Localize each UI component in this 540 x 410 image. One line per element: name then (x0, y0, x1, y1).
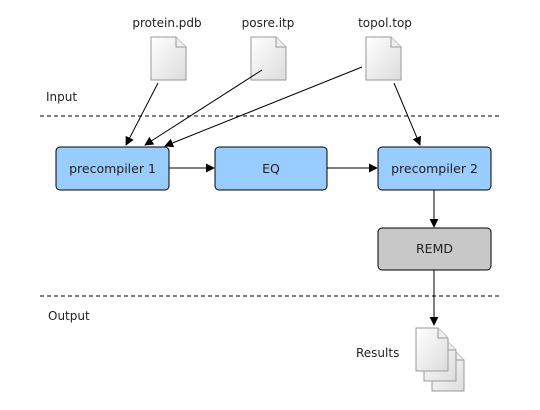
topol-document-icon (365, 36, 402, 81)
eq-box: EQ (214, 146, 328, 191)
arrow-protein-to-precompiler1 (125, 82, 159, 146)
protein-file-label: protein.pdb (132, 16, 201, 30)
protein-document-icon (150, 36, 187, 81)
eq-label: EQ (262, 161, 280, 176)
precompiler2-label: precompiler 2 (391, 161, 478, 176)
arrow-posre-to-precompiler1 (144, 69, 263, 146)
topol-file-label: topol.top (358, 16, 412, 30)
output-section-label: Output (48, 309, 90, 323)
posre-document-icon (250, 36, 287, 81)
precompiler2-box: precompiler 2 (377, 146, 492, 191)
arrow-topol-to-precompiler2 (393, 82, 422, 146)
precompiler1-box: precompiler 1 (55, 146, 170, 191)
posre-file-label: posre.itp (242, 16, 295, 30)
results-label: Results (356, 346, 399, 360)
input-section-label: Input (46, 90, 77, 104)
arrow-topol-to-precompiler1 (164, 66, 363, 148)
remd-label: REMD (416, 241, 453, 256)
precompiler1-label: precompiler 1 (69, 161, 156, 176)
remd-box: REMD (377, 227, 492, 271)
results-document-stack-icon (415, 327, 465, 392)
